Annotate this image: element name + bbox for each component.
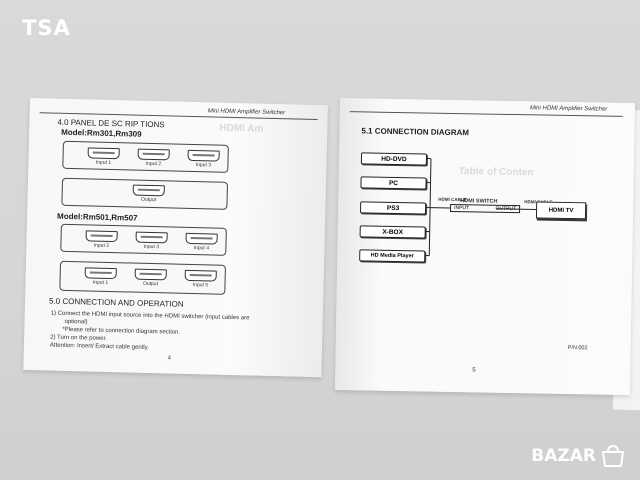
hdmi-port: Input 2 bbox=[85, 230, 118, 249]
hdmi-port: Output bbox=[132, 184, 165, 204]
port-label: Input 3 bbox=[195, 162, 212, 169]
port-label: Output bbox=[142, 280, 159, 288]
hdmi-switch-box: INPUT OUTPUT bbox=[450, 203, 521, 214]
switch-input-label: INPUT bbox=[454, 205, 470, 212]
connection-lines bbox=[425, 158, 537, 257]
attention-note: Attention: Insert/ Extract cable gently. bbox=[49, 342, 149, 351]
port-label: Output bbox=[140, 196, 157, 204]
hdmi-tv: HDMI TV bbox=[535, 201, 587, 220]
manual-page-right: Mini HDMI Amplifier Switcher 5.1 CONNECT… bbox=[334, 98, 635, 396]
watermark-text: TSA bbox=[22, 16, 71, 40]
logo-text: BAZAR bbox=[531, 446, 596, 466]
port-label: Input 1 bbox=[95, 159, 112, 166]
section-5-title: 5.0 CONNECTION AND OPERATION bbox=[48, 296, 184, 309]
hdmi-port: Output bbox=[134, 268, 167, 288]
step-2: 2) Turn on the power. bbox=[50, 334, 107, 342]
bazar-logo: BAZAR bbox=[531, 444, 626, 468]
step-1-line-2: optional) bbox=[64, 318, 88, 326]
hdmi-port-icon bbox=[87, 147, 120, 160]
model2-front-ports: Input 2 Input 3 Input 4 bbox=[85, 230, 218, 252]
hdmi-port-icon bbox=[84, 267, 117, 280]
part-number: P/N:002 bbox=[567, 345, 588, 352]
hdmi-port-icon bbox=[134, 268, 167, 281]
hdmi-port-icon bbox=[184, 269, 217, 282]
hdmi-port: Input 3 bbox=[187, 149, 220, 169]
hdmi-port: Input 1 bbox=[84, 267, 117, 286]
page-number: 5 bbox=[472, 367, 476, 374]
model1-front-ports: Input 1 Input 2 Input 3 bbox=[87, 147, 220, 169]
shopping-bag-icon bbox=[601, 444, 625, 467]
hdmi-port-icon bbox=[132, 184, 165, 197]
port-label: Input 2 bbox=[145, 160, 162, 168]
running-head: Mini HDMI Amplifier Switcher bbox=[207, 108, 286, 117]
manual-page-left: Mini HDMI Amplifier Switcher 4.0 PANEL D… bbox=[23, 98, 328, 378]
port-label: Input 5 bbox=[192, 282, 209, 289]
hdmi-port-icon bbox=[187, 149, 220, 162]
hdmi-port: Input 1 bbox=[87, 147, 120, 166]
model-label-2: Model:Rm501,Rm507 bbox=[57, 211, 138, 223]
switch-output-label: OUTPUT bbox=[495, 205, 517, 213]
model2-back-ports: Input 1 Output Input 5 bbox=[84, 267, 217, 289]
hdmi-port: Input 3 bbox=[135, 231, 168, 251]
model2-front-panel: Input 2 Input 3 Input 4 bbox=[60, 223, 227, 256]
hdmi-port: Input 5 bbox=[184, 269, 217, 289]
hdmi-port-icon bbox=[85, 230, 118, 243]
port-label: Input 2 bbox=[93, 242, 110, 249]
hdmi-port: Input 2 bbox=[137, 148, 170, 168]
tv-label: HDMI TV bbox=[548, 207, 574, 214]
show-through-text: HDMI Am bbox=[219, 122, 264, 135]
hdmi-port: Input 4 bbox=[185, 232, 218, 252]
model1-back-panel: Output bbox=[61, 177, 229, 210]
port-label: Input 4 bbox=[193, 245, 210, 252]
model2-back-panel: Input 1 Output Input 5 bbox=[59, 260, 226, 295]
hdmi-port-icon bbox=[135, 231, 168, 244]
port-label: Input 3 bbox=[143, 243, 160, 251]
page-number: 4 bbox=[167, 355, 172, 362]
hdmi-port-icon bbox=[137, 148, 170, 161]
model1-back-ports: Output bbox=[132, 184, 165, 204]
hdmi-port-icon bbox=[185, 232, 218, 245]
port-label: Input 1 bbox=[92, 279, 109, 286]
model-label-1: Model:Rm301,Rm309 bbox=[61, 127, 142, 139]
model1-front-panel: Input 1 Input 2 Input 3 bbox=[62, 140, 229, 173]
